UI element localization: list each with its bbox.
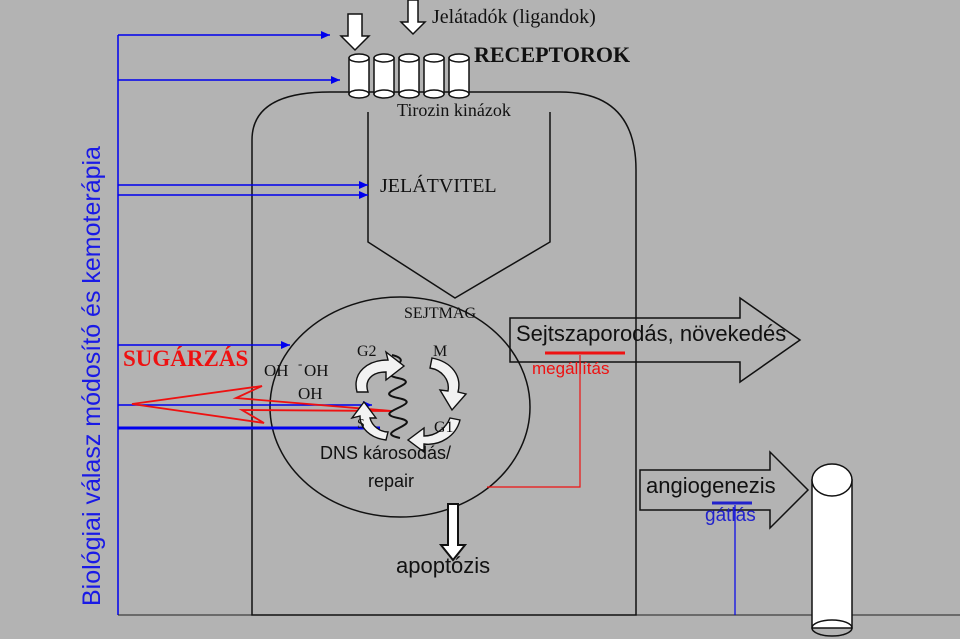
receptor-cylinders — [348, 53, 470, 99]
signal-funnel — [367, 112, 551, 299]
receptor-cylinder — [398, 53, 420, 99]
proliferation-label: Sejtszaporodás, növekedés — [516, 321, 787, 346]
slide-title: Biológiai válasz módosító és kemoterápia — [78, 146, 106, 606]
ligands-label: Jelátadók (ligandok) — [432, 6, 596, 28]
nucleus-outline — [269, 296, 531, 518]
ligand-arrow — [339, 13, 371, 52]
phase-m-label: M — [433, 343, 448, 360]
cell-cycle — [350, 350, 468, 454]
dna-damage-label: DNS károsodás/ — [320, 443, 452, 463]
tyrosine-kinases-label: Tirozin kinázok — [397, 100, 511, 120]
proliferation-stop-label: megállítás — [532, 359, 610, 378]
signal-transduction-label: JELÁTVITEL — [380, 175, 497, 197]
radical-oh-label: OH — [304, 361, 329, 380]
red-connector — [487, 355, 581, 488]
angiogenesis-arrow — [639, 450, 810, 530]
apoptosis-label: apoptózis — [396, 553, 491, 578]
radical-oh-label: OH — [264, 361, 289, 380]
radical-oh-label: OH — [298, 384, 323, 403]
angiogenesis-inhibition-label: gátlás — [705, 505, 756, 526]
cycle-arrow-s — [350, 400, 389, 441]
blood-vessel — [811, 463, 853, 637]
apoptosis-arrow — [438, 503, 468, 562]
cycle-arrow-g1 — [406, 417, 461, 454]
proliferation-arrow — [509, 296, 802, 384]
receptor-cylinder — [448, 53, 470, 99]
cycle-arrow-g2 — [355, 350, 406, 393]
phase-s-label: S — [357, 417, 365, 432]
phase-g2-label: G2 — [357, 343, 377, 360]
receptor-cylinder — [348, 53, 370, 99]
phase-g1-label: G1 — [434, 419, 454, 436]
radical-charge-label: - — [298, 356, 303, 371]
ligand-arrow — [399, 0, 427, 36]
nucleus-label: SEJTMAG — [404, 305, 477, 322]
angiogenesis-label: angiogenezis — [646, 473, 776, 498]
radiation-label: SUGÁRZÁS — [123, 346, 249, 371]
receptor-cylinder — [373, 53, 395, 99]
cell-outline — [251, 91, 637, 616]
cycle-arrow-m — [429, 357, 468, 412]
repair-label: repair — [368, 471, 415, 491]
receptor-cylinder — [423, 53, 445, 99]
receptors-label: RECEPTOROK — [474, 42, 631, 67]
